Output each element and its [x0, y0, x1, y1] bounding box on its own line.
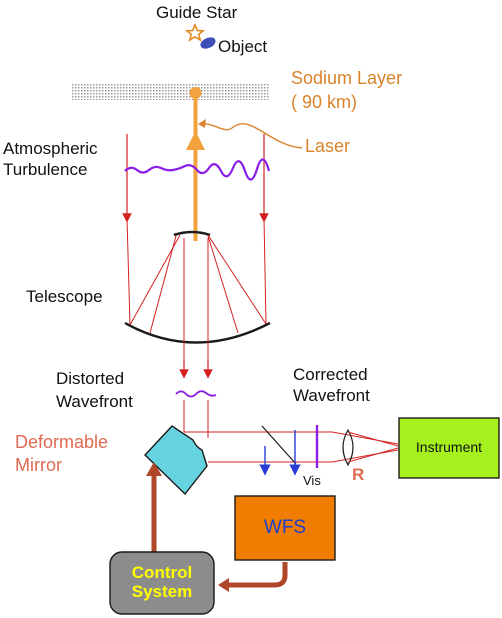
telescope-secondary-mirror — [173, 230, 211, 237]
sodium-layer-label: Sodium Layer — [291, 68, 403, 88]
telescope-ray-4 — [207, 234, 267, 325]
vis-label: Vis — [303, 473, 321, 488]
deformable-mirror — [144, 425, 208, 496]
telescope-ray-1 — [126, 217, 131, 326]
instrument-box — [398, 417, 500, 479]
mirror-label: Mirror — [15, 455, 62, 475]
control-label: Control — [131, 563, 193, 583]
telescope-ray-3 — [129, 234, 181, 326]
distorted-wavefront-label: Wavefront — [56, 392, 133, 411]
telescope-label: Telescope — [26, 287, 103, 306]
wfs-label: WFS — [263, 516, 307, 538]
guide-star-icon — [184, 22, 206, 42]
atmospheric-label: Atmospheric — [3, 139, 98, 158]
corrected-label: Corrected — [293, 365, 368, 384]
wfs-box — [234, 495, 336, 561]
beam-after-split-upper — [331, 431, 399, 445]
laser-label: Laser — [305, 136, 351, 156]
lens-icon — [342, 428, 354, 467]
distorted-label: Distorted — [56, 369, 125, 388]
laser-pointer-line — [199, 123, 303, 149]
r-label: R — [352, 465, 365, 484]
control-system-label: Control System — [110, 552, 214, 614]
deformable-label: Deformable — [15, 432, 109, 452]
turbulence-label: Turbulence — [3, 160, 88, 179]
telescope-ray-5 — [149, 235, 177, 334]
distorted-wavefront — [175, 390, 217, 398]
sodium-layer-altitude: ( 90 km) — [291, 92, 358, 112]
feedback-arrow-wfs-to-control — [227, 562, 288, 588]
instrument-label: Instrument — [415, 439, 483, 456]
system-label: System — [131, 582, 193, 601]
corrected-wavefront-label: Wavefront — [293, 386, 370, 405]
beam-after-split-lower — [331, 449, 399, 463]
telescope-ray-6 — [207, 235, 239, 334]
sodium-layer-band — [72, 84, 270, 100]
telescope-ray-2 — [263, 217, 267, 325]
lens-ray-bottom — [347, 447, 399, 463]
laser-arrowhead — [186, 131, 205, 150]
guide-star-label: Guide Star — [156, 3, 238, 22]
feedback-arrowhead-control — [218, 578, 229, 592]
lens-ray-top — [347, 431, 399, 447]
object-icon — [200, 37, 216, 49]
turbulence-wave — [124, 158, 271, 181]
telescope-primary-mirror — [124, 321, 271, 344]
beam-splitter — [261, 425, 297, 465]
object-label: Object — [218, 37, 268, 56]
laser-pointer-head — [198, 119, 206, 128]
feedback-arrowhead-mirror — [146, 462, 162, 476]
control-system-box — [109, 551, 215, 615]
laser-spot — [189, 87, 202, 99]
